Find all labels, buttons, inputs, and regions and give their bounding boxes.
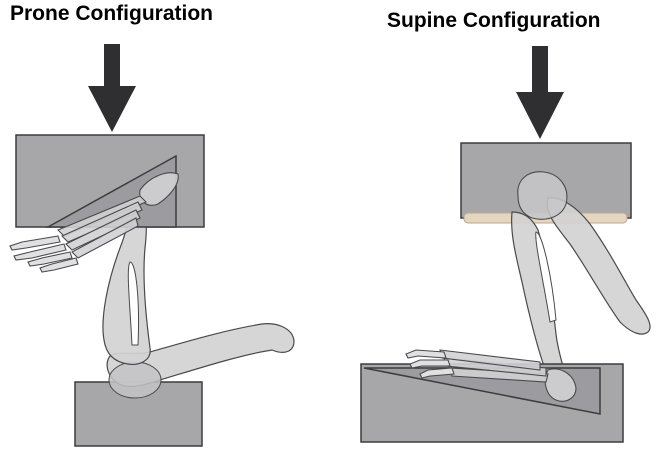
supine-femur bbox=[546, 197, 651, 335]
prone-toes bbox=[9, 235, 79, 273]
supine-fibula bbox=[535, 231, 557, 323]
prone-panel bbox=[9, 44, 295, 447]
supine-knee-joint bbox=[517, 171, 568, 220]
supine-load-arrow bbox=[516, 46, 564, 139]
supine-toes bbox=[405, 349, 455, 379]
prone-foot bbox=[57, 172, 179, 259]
supine-panel bbox=[360, 46, 651, 443]
prone-title: Prone Configuration bbox=[10, 2, 213, 25]
prone-load-arrow bbox=[88, 44, 136, 132]
prone-fibula bbox=[127, 261, 140, 346]
supine-title: Supine Configuration bbox=[387, 9, 601, 32]
prone-knee-joint bbox=[108, 361, 162, 399]
